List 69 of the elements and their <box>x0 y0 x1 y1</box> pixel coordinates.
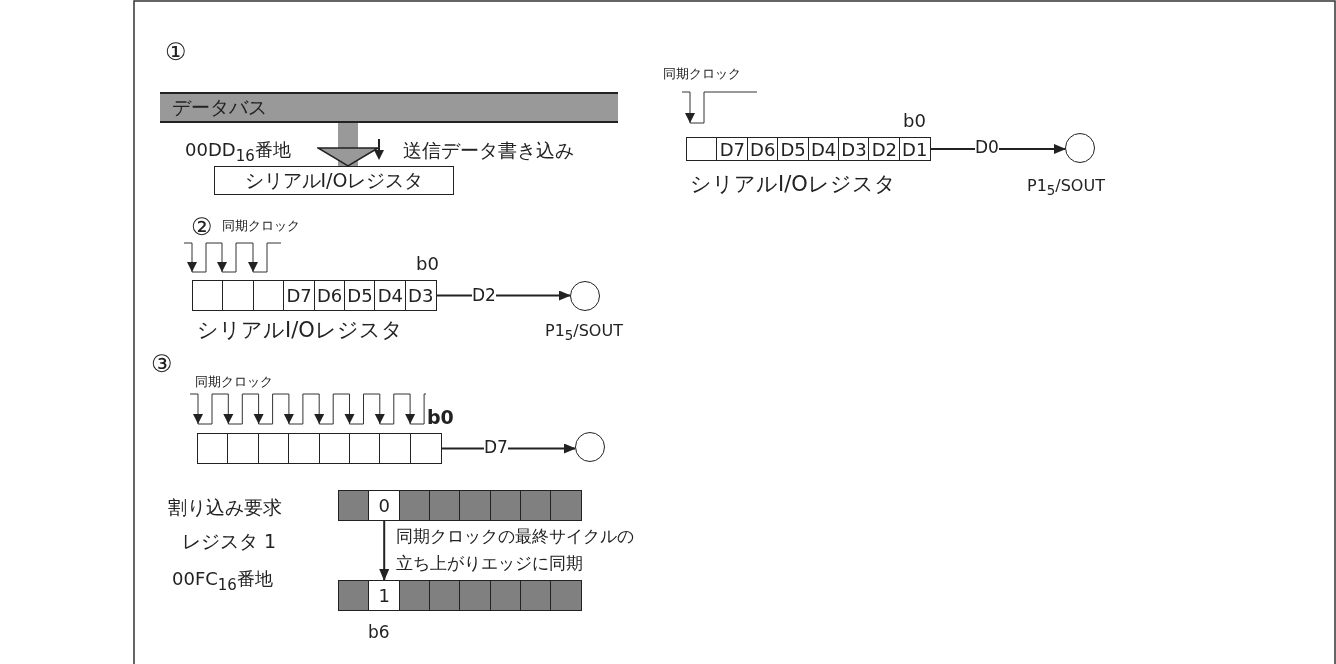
register-cell <box>192 280 224 311</box>
pin-label: P1$_{5}$/SOUT <box>1027 176 1105 200</box>
pin-label: P1$_{5}$/SOUT <box>545 321 623 345</box>
address-label: 00FC$_{16}$番地 <box>172 568 273 594</box>
register-cell <box>398 490 431 521</box>
register-cell: D1 <box>898 137 931 161</box>
register-cell: D7 <box>716 137 749 161</box>
register-cell <box>252 280 285 311</box>
register-cell <box>550 580 582 611</box>
register-cell <box>318 433 351 464</box>
data-bus-band: データバス <box>160 92 618 123</box>
clock-label: 同期クロック <box>195 374 273 390</box>
step-number: ① <box>165 38 187 67</box>
bit-label: b6 <box>368 622 390 643</box>
register-label: シリアルI/Oレジスタ <box>197 318 403 344</box>
register-cell <box>197 433 229 464</box>
register-cell: D6 <box>313 280 346 311</box>
bit-label: b0 <box>427 406 454 429</box>
step-number: ③ <box>151 350 173 379</box>
register-cell <box>338 490 370 521</box>
arrow <box>440 443 576 454</box>
register-cell: D4 <box>374 280 407 311</box>
register-cell: D5 <box>777 137 810 161</box>
pin-circle <box>1065 133 1095 163</box>
register-cell <box>428 490 461 521</box>
step-number: ② <box>191 213 213 242</box>
register-cell <box>686 137 718 161</box>
register-cell <box>489 490 522 521</box>
register-cell <box>257 433 290 464</box>
register-cell <box>409 433 442 464</box>
arrow <box>435 290 571 301</box>
register-cell <box>398 580 431 611</box>
clock-label: 同期クロック <box>663 66 741 82</box>
register-name-label: レジスタ 1 <box>182 530 277 553</box>
bit-label: b0 <box>903 110 926 132</box>
register-cell <box>379 433 412 464</box>
register-cell <box>519 580 552 611</box>
bit-label: b0 <box>416 253 439 275</box>
bus-transfer-arrow <box>317 123 379 167</box>
register-cell: 0 <box>368 490 401 521</box>
register-cell: D3 <box>404 280 437 311</box>
register-cell <box>550 490 582 521</box>
register-cell <box>222 280 255 311</box>
arrow <box>379 520 390 581</box>
register-name-label: 割り込み要求 <box>168 496 282 519</box>
register-cell <box>489 580 522 611</box>
register-cell <box>459 490 491 521</box>
register-cell <box>288 433 321 464</box>
note-label: 送信データ書き込み <box>403 139 574 162</box>
register-cell <box>338 580 370 611</box>
register-cell: D4 <box>807 137 840 161</box>
pin-circle <box>570 281 600 311</box>
register-cell <box>459 580 491 611</box>
pin-circle <box>575 432 605 462</box>
clock-label: 同期クロック <box>222 218 300 234</box>
register-cell <box>227 433 260 464</box>
register-cell: D3 <box>838 137 870 161</box>
register-cell: D6 <box>746 137 779 161</box>
register-cell <box>349 433 381 464</box>
register-cell <box>428 580 461 611</box>
register-cell: 1 <box>368 580 401 611</box>
register-cell: D2 <box>868 137 901 161</box>
register-cell: D5 <box>344 280 376 311</box>
arrow <box>929 144 1066 154</box>
address-label: 00DD$_{16}$番地 <box>185 139 291 165</box>
register-label: シリアルI/Oレジスタ <box>690 172 896 198</box>
register-cell <box>519 490 552 521</box>
register-box: シリアルI/Oレジスタ <box>214 166 454 195</box>
register-cell: D7 <box>283 280 316 311</box>
